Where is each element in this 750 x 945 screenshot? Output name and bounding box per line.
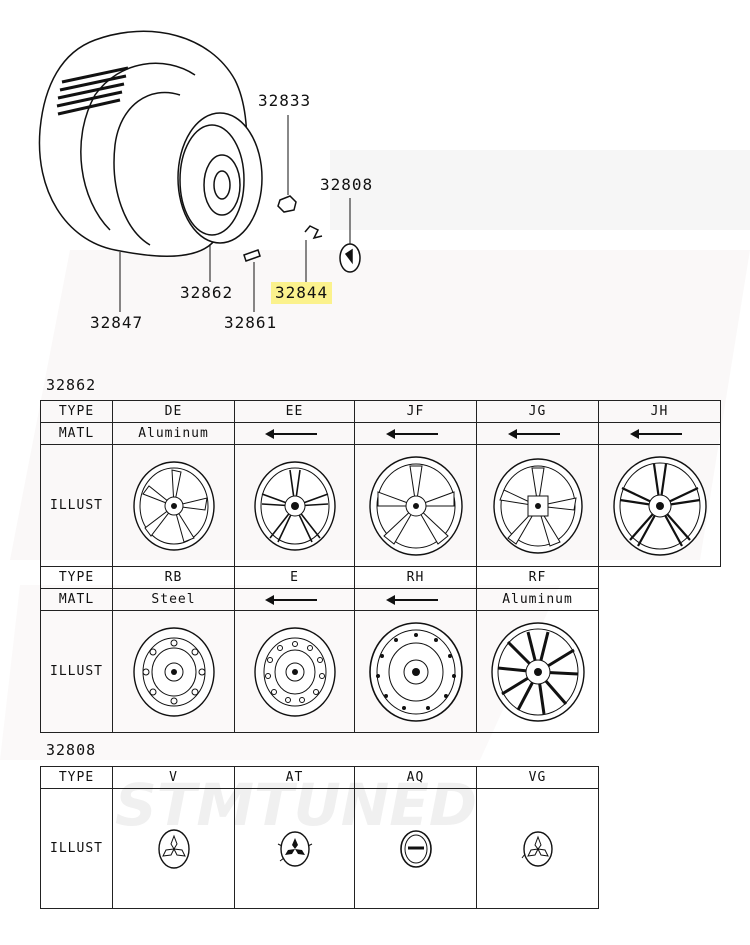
- empty-cell: [599, 789, 721, 909]
- cap-type-table: TYPE V AT AQ VG ILLUST: [40, 766, 721, 909]
- wheel-section-title: 32862: [46, 376, 97, 394]
- part-number-32862: 32862: [180, 283, 234, 302]
- illust-aq: [354, 788, 477, 909]
- type-vg: VG: [476, 766, 599, 789]
- balance-weight-icon: [243, 249, 261, 262]
- left-arrow-icon: [264, 428, 317, 439]
- table-row: ILLUST: [40, 788, 721, 909]
- left-arrow-icon: [507, 428, 560, 439]
- type-aq: AQ: [354, 766, 477, 789]
- illust-v: [112, 788, 235, 909]
- illust-vg: [476, 788, 599, 909]
- type-row-label: TYPE: [40, 566, 113, 589]
- type-jf: JF: [354, 400, 477, 423]
- table-row: ILLUST: [40, 610, 721, 733]
- part-number-32847: 32847: [90, 313, 144, 332]
- five-spoke-alloy-wheel-icon: [132, 460, 215, 551]
- mesh-alloy-wheel-icon: [490, 621, 585, 722]
- type-jg: JG: [476, 400, 599, 423]
- matl-jh: [598, 422, 721, 445]
- left-arrow-icon: [385, 594, 438, 605]
- multi-spoke-alloy-wheel-icon: [612, 455, 707, 556]
- illust-row-label: ILLUST: [40, 610, 113, 733]
- matl-rb: Steel: [112, 588, 235, 611]
- type-rf: RF: [476, 566, 599, 589]
- matl-de: Aluminum: [112, 422, 235, 445]
- left-arrow-icon: [385, 428, 438, 439]
- wheel-type-table: TYPE DE EE JF JG JH MATL Aluminum ILLUST: [40, 400, 721, 733]
- six-spoke-alloy-wheel-icon: [368, 455, 463, 556]
- table-row: TYPE DE EE JF JG JH: [40, 400, 721, 423]
- type-row-label: TYPE: [40, 766, 113, 789]
- illust-rb: [112, 610, 235, 733]
- three-diamond-cap-icon: [157, 828, 190, 869]
- empty-cell: [599, 611, 721, 733]
- table-row: MATL Steel Aluminum: [40, 588, 721, 611]
- steel-wheel-icon: [368, 621, 463, 722]
- illust-jh: [598, 444, 721, 567]
- left-arrow-icon: [264, 594, 317, 605]
- type-row-label: TYPE: [40, 400, 113, 423]
- empty-cell: [599, 567, 721, 589]
- table-row: ILLUST: [40, 444, 721, 567]
- split-spoke-alloy-wheel-icon: [253, 460, 336, 551]
- left-arrow-icon: [629, 428, 682, 439]
- lug-nut-icon: [277, 195, 297, 213]
- matl-jg: [476, 422, 599, 445]
- illust-rh: [354, 610, 477, 733]
- type-de: DE: [112, 400, 235, 423]
- matl-row-label: MATL: [40, 422, 113, 445]
- illust-jf: [354, 444, 477, 567]
- type-jh: JH: [598, 400, 721, 423]
- type-e: E: [234, 566, 355, 589]
- illust-e: [234, 610, 355, 733]
- type-ee: EE: [234, 400, 355, 423]
- steel-wheel-icon: [132, 626, 215, 717]
- five-spoke-alloy-wheel-icon: [492, 457, 583, 554]
- empty-cell: [599, 767, 721, 789]
- table-row: TYPE V AT AQ VG: [40, 766, 721, 789]
- exploded-wheel-diagram: [38, 30, 361, 312]
- cap-section-title: 32808: [46, 741, 97, 759]
- clip-icon: [304, 225, 323, 240]
- round-cap-icon: [399, 829, 432, 868]
- illust-rf: [476, 610, 599, 733]
- type-v: V: [112, 766, 235, 789]
- table-row: TYPE RB E RH RF: [40, 566, 721, 589]
- illust-row-label: ILLUST: [40, 788, 113, 909]
- matl-e: [234, 588, 355, 611]
- hub-cap-icon: [339, 243, 361, 273]
- matl-rh: [354, 588, 477, 611]
- illust-ee: [234, 444, 355, 567]
- rim-icon: [177, 112, 263, 244]
- matl-jf: [354, 422, 477, 445]
- three-diamond-cap-icon: [521, 830, 553, 867]
- matl-row-label: MATL: [40, 588, 113, 611]
- type-at: AT: [234, 766, 355, 789]
- empty-cell: [599, 589, 721, 611]
- part-number-32808: 32808: [320, 175, 374, 194]
- steel-wheel-icon: [253, 626, 336, 717]
- illust-jg: [476, 444, 599, 567]
- part-number-32833: 32833: [258, 91, 312, 110]
- illust-de: [112, 444, 235, 567]
- type-rh: RH: [354, 566, 477, 589]
- three-diamond-cap-icon: [277, 830, 312, 867]
- matl-ee: [234, 422, 355, 445]
- illust-row-label: ILLUST: [40, 444, 113, 567]
- part-number-32861: 32861: [224, 313, 278, 332]
- matl-rf: Aluminum: [476, 588, 599, 611]
- type-rb: RB: [112, 566, 235, 589]
- part-number-32844-highlighted: 32844: [271, 282, 333, 304]
- table-row: MATL Aluminum: [40, 422, 721, 445]
- illust-at: [234, 788, 355, 909]
